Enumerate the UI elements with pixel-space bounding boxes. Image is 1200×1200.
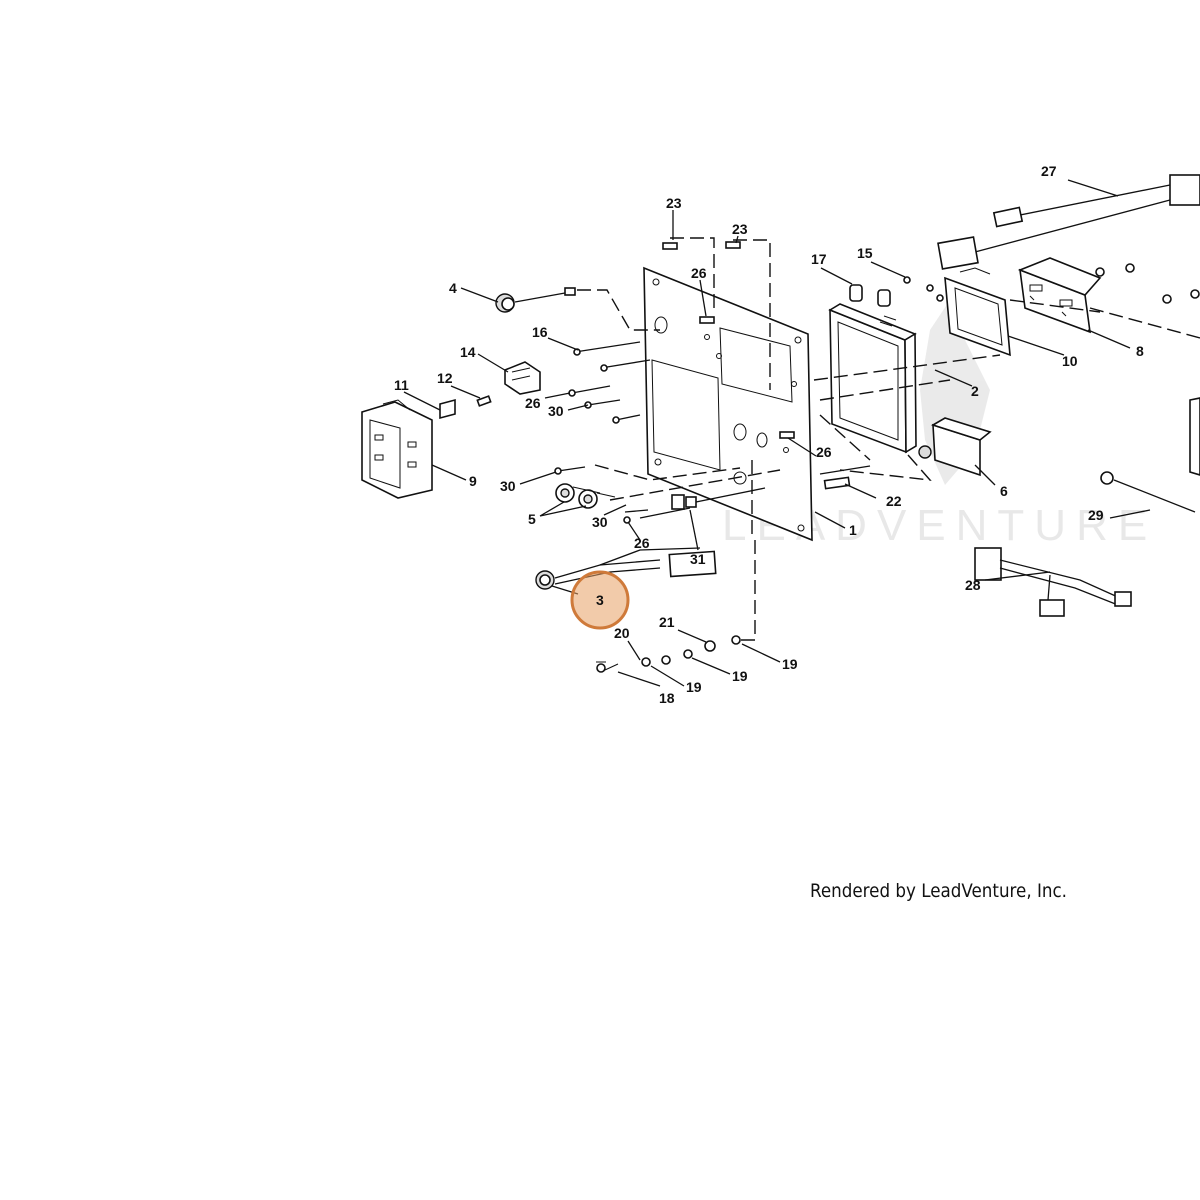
callout-30-upper: 30 xyxy=(548,403,564,419)
callout-27: 27 xyxy=(1041,163,1057,179)
callout-10: 10 xyxy=(1062,353,1078,369)
callout-19-left: 19 xyxy=(686,679,702,695)
callout-19-right: 19 xyxy=(782,656,798,672)
part-6-circuit-breaker xyxy=(918,417,992,477)
part-cut-off xyxy=(1189,397,1200,476)
callout-30-lower: 30 xyxy=(592,514,608,530)
callout-16: 16 xyxy=(532,324,548,340)
part-27-harness xyxy=(937,174,1200,270)
callout-14: 14 xyxy=(460,344,476,360)
callout-11: 11 xyxy=(394,377,409,393)
callout-18: 18 xyxy=(659,690,675,706)
part-4-plug xyxy=(495,287,576,313)
callout-1: 1 xyxy=(849,522,857,538)
part-2-control-module xyxy=(828,303,917,454)
callout-8: 8 xyxy=(1136,343,1144,359)
callout-31: 31 xyxy=(690,551,706,567)
credit-text: Rendered by LeadVenture, Inc. xyxy=(810,880,1068,902)
part-9-receptacle xyxy=(361,399,433,499)
callout-23-right: 23 xyxy=(732,221,748,237)
callout-26-top: 26 xyxy=(691,265,707,281)
part-29-ground-cable xyxy=(1100,471,1196,513)
part-3-socket xyxy=(535,547,717,590)
part-31-terminal-stud xyxy=(639,487,766,519)
callout-23-left: 23 xyxy=(666,195,682,211)
callout-17: 17 xyxy=(811,251,827,267)
part-10-cover-frame xyxy=(944,267,1011,357)
callout-29: 29 xyxy=(1088,507,1104,523)
callout-21: 21 xyxy=(659,614,675,630)
callout-5: 5 xyxy=(528,511,536,527)
callout-2: 2 xyxy=(971,383,979,399)
part-5-connectors xyxy=(555,483,616,509)
part-1-mounting-plate xyxy=(643,266,813,542)
callout-26-mid: 26 xyxy=(525,395,541,411)
callout-4: 4 xyxy=(449,280,457,296)
part-14-switch xyxy=(504,361,541,395)
callout-22: 22 xyxy=(886,493,902,509)
callout-labels: 23 23 26 4 16 14 11 12 26 30 9 30 5 30 2… xyxy=(394,163,1144,706)
callout-28: 28 xyxy=(965,577,981,593)
callout-15: 15 xyxy=(857,245,873,261)
highlight-marker xyxy=(570,570,630,630)
callout-20: 20 xyxy=(614,625,630,641)
callout-12: 12 xyxy=(437,370,453,386)
part-28-harness xyxy=(974,547,1132,617)
part-22-stud xyxy=(819,465,871,490)
callout-3: 3 xyxy=(596,592,604,608)
assembly-lines xyxy=(577,237,1200,641)
part-8-outlet xyxy=(1017,257,1102,334)
callout-6: 6 xyxy=(1000,483,1008,499)
callout-30-left: 30 xyxy=(500,478,516,494)
hardware xyxy=(439,241,1200,673)
callout-19-mid: 19 xyxy=(732,668,748,684)
leader-lines xyxy=(403,179,1151,687)
callout-26-right: 26 xyxy=(816,444,832,460)
callout-26-lower: 26 xyxy=(634,535,650,551)
callout-9: 9 xyxy=(469,473,477,489)
